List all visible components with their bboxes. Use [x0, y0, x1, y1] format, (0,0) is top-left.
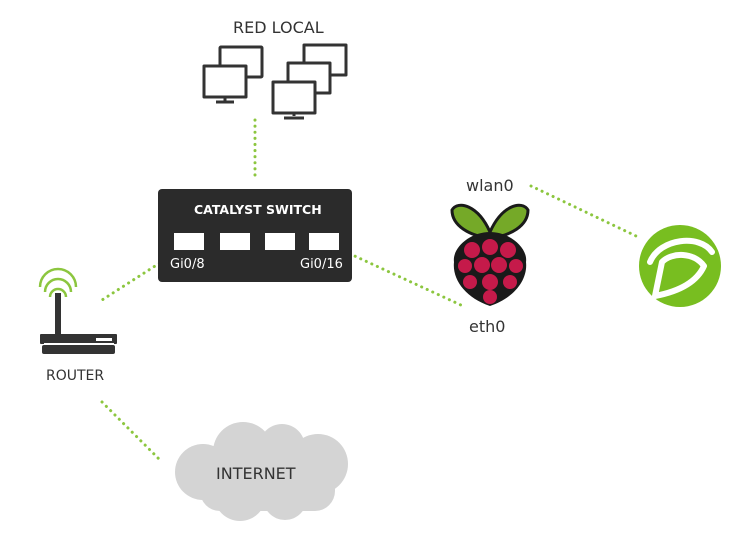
port-label-gi0-8: Gi0/8 [170, 257, 205, 272]
router-label: ROUTER [46, 368, 105, 384]
pandora-logo-icon [639, 225, 721, 307]
eth0-label: eth0 [469, 317, 506, 336]
internet-label: INTERNET [216, 464, 296, 483]
switch-body [158, 189, 352, 282]
link-wlan0-sensor [529, 184, 638, 238]
wlan0-label: wlan0 [466, 176, 514, 195]
switch-port [220, 233, 250, 250]
port-label-gi0-16: Gi0/16 [300, 257, 343, 272]
link-router-internet [100, 400, 164, 464]
link-switch-eth0 [331, 244, 465, 308]
switch-port-gi0-8 [174, 233, 204, 250]
switch-label: CATALYST SWITCH [194, 202, 322, 217]
switch-port-gi0-16 [309, 233, 339, 250]
computers-icon [202, 43, 348, 120]
raspberry-pi-icon [450, 203, 530, 306]
wifi-router-icon [38, 267, 117, 354]
cloud-icon [175, 422, 348, 521]
lan-label: RED LOCAL [233, 18, 324, 37]
switch-port [265, 233, 295, 250]
switch-icon [158, 189, 352, 282]
connection-links [100, 118, 638, 464]
